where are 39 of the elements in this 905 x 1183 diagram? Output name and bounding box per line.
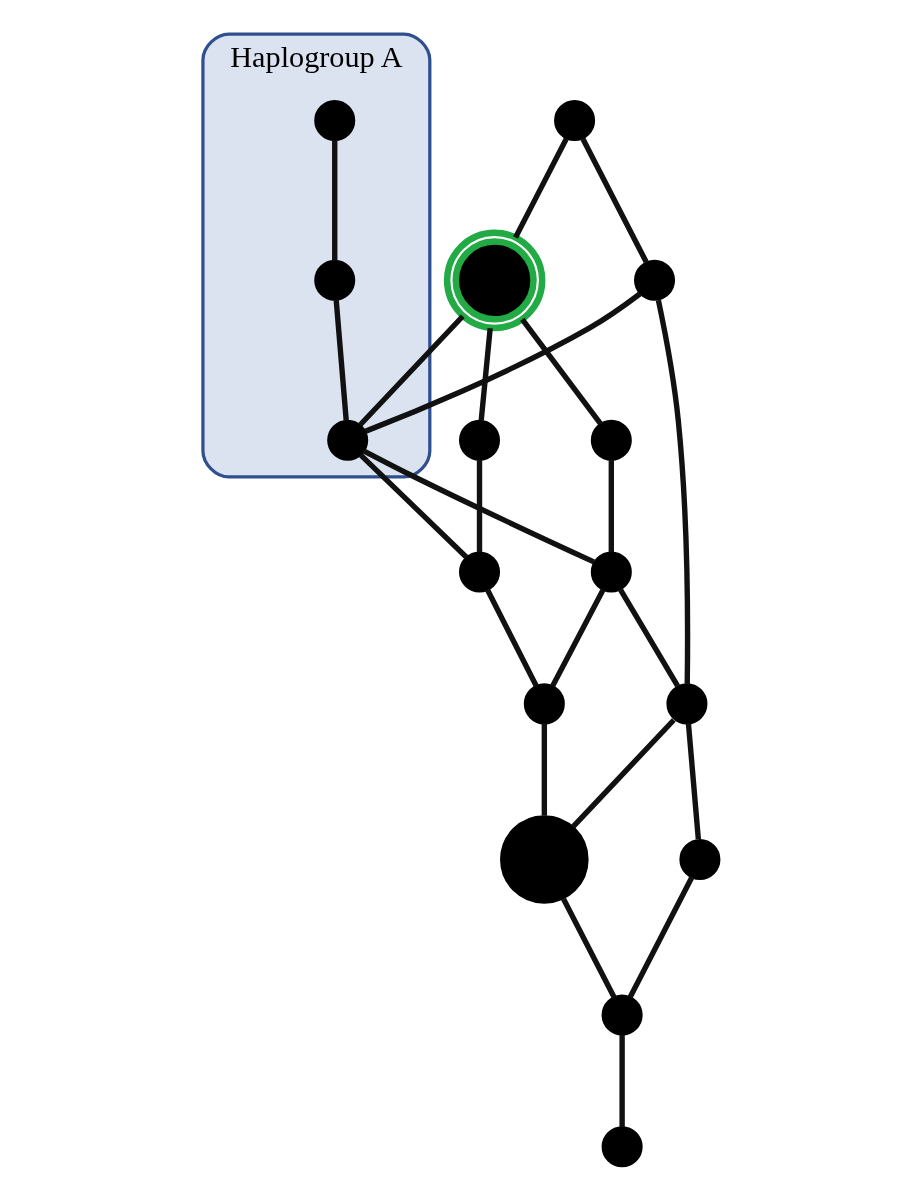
connector: [485, 588, 539, 688]
node-circle: [590, 419, 632, 461]
connector: [358, 453, 469, 560]
node-circle: [679, 838, 721, 880]
connector: [520, 317, 603, 426]
connector: [513, 137, 569, 239]
node-circle: [314, 259, 356, 301]
node-circle: [601, 1126, 643, 1168]
node-circle: [314, 99, 356, 141]
connector: [332, 140, 338, 261]
node-circle: [523, 683, 565, 725]
connector: [550, 588, 606, 688]
connector: [333, 299, 349, 421]
connector: [476, 460, 483, 553]
connector: [571, 718, 676, 829]
connector: [362, 448, 595, 565]
node-circle: [554, 99, 596, 141]
connector: [364, 291, 642, 434]
connector: [685, 723, 702, 840]
node-circle: [666, 683, 708, 725]
connector: [627, 876, 695, 999]
node-circle: [500, 815, 589, 904]
connector: [478, 328, 493, 421]
node-circle: [327, 419, 369, 461]
connector: [608, 460, 615, 553]
connector: [655, 299, 691, 684]
node-circle: [634, 259, 676, 301]
connector: [580, 137, 649, 264]
connector: [358, 314, 465, 427]
node-circle: [459, 551, 501, 593]
connector: [618, 588, 680, 688]
node-circle: [601, 994, 643, 1036]
node-circle: [590, 551, 632, 593]
connector: [619, 1034, 625, 1128]
cluster: Haplogroup A: [201, 32, 432, 479]
connector: [561, 897, 617, 999]
node-circle: [443, 229, 546, 332]
connector: [541, 723, 548, 816]
node-circle: [459, 419, 501, 461]
